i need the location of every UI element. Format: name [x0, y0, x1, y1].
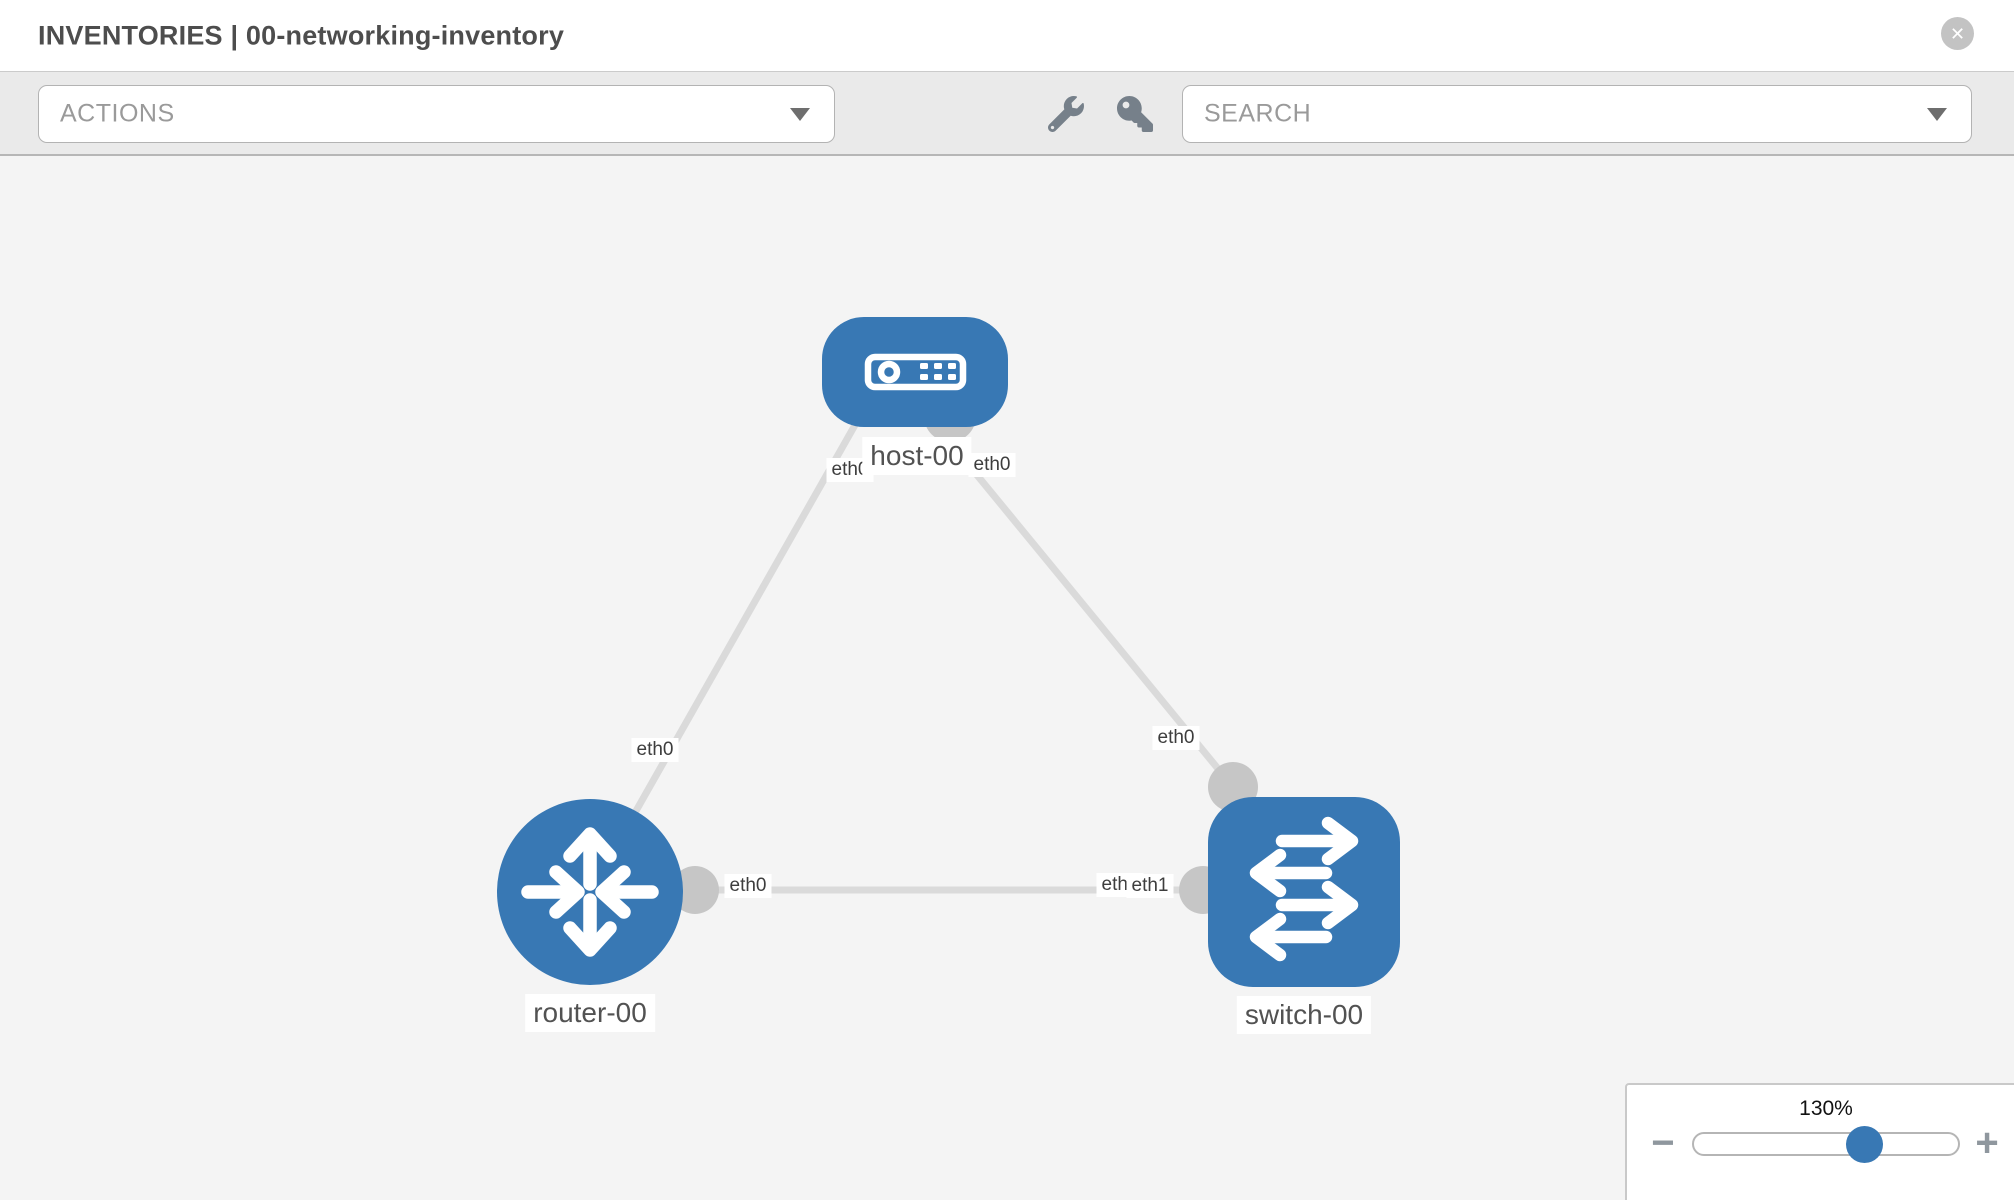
if-label-router-uplink: eth0	[631, 738, 679, 762]
link-lines	[586, 423, 1236, 894]
connector-router-right	[671, 866, 719, 914]
close-glyph: ✕	[1949, 23, 1966, 44]
search-dropdown[interactable]: SEARCH	[1182, 85, 1972, 143]
node-label-switch: switch-00	[1236, 996, 1372, 1034]
if-label-switch-uplink: eth0	[1152, 726, 1200, 750]
toolbar: ACTIONS SEARCH	[0, 72, 2014, 156]
node-label-host: host-00	[862, 437, 972, 475]
node-label-router: router-00	[525, 994, 655, 1032]
panel-header: INVENTORIES | 00-networking-inventory ✕	[0, 0, 2014, 72]
switch-arrows-icon	[1249, 816, 1359, 962]
topology-canvas: host-00 router-00 switch-00 eth0 eth0 et…	[0, 156, 2014, 1200]
actions-dropdown-label: ACTIONS	[60, 99, 175, 128]
node-host[interactable]	[822, 317, 1008, 427]
if-label-host-right: eth0	[968, 453, 1016, 477]
zoom-in-button[interactable]: +	[1975, 1121, 1999, 1165]
zoom-slider-thumb[interactable]	[1846, 1126, 1883, 1163]
close-icon[interactable]: ✕	[1941, 17, 1974, 50]
chevron-down-icon	[1927, 108, 1947, 121]
key-icon[interactable]	[1117, 96, 1153, 132]
zoom-out-button[interactable]: −	[1651, 1121, 1675, 1165]
actions-dropdown[interactable]: ACTIONS	[38, 85, 835, 143]
wrench-icon[interactable]	[1047, 96, 1084, 133]
topology-graph	[497, 317, 1400, 987]
zoom-control-panel: 130% − +	[1625, 1083, 2014, 1200]
if-label-switch-link-front: eth1	[1126, 874, 1174, 898]
if-label-router-link: eth0	[724, 874, 772, 898]
chevron-down-icon	[790, 108, 810, 121]
node-switch[interactable]	[1208, 797, 1400, 987]
router-arrows-icon	[521, 827, 659, 957]
server-icon-dots	[920, 363, 956, 380]
zoom-slider-track[interactable]	[1692, 1132, 1960, 1156]
page-title: INVENTORIES | 00-networking-inventory	[38, 20, 565, 50]
zoom-level: 130%	[1799, 1097, 1853, 1120]
node-router[interactable]	[497, 799, 683, 985]
search-dropdown-label: SEARCH	[1204, 99, 1312, 128]
server-icon	[864, 353, 967, 391]
